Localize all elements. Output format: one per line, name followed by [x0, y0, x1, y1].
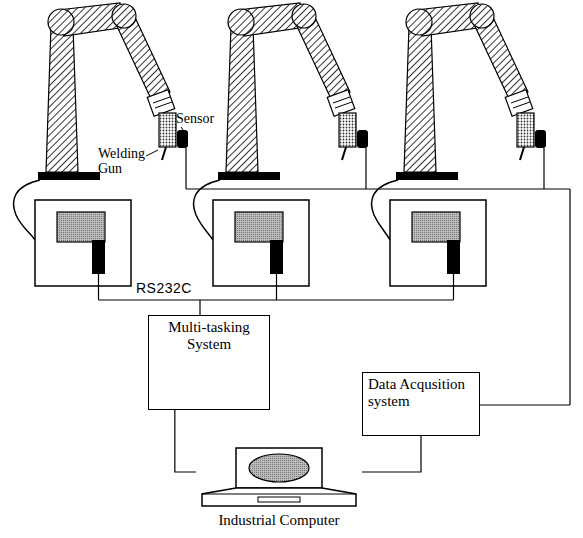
bus-label: RS232C [136, 281, 192, 296]
process-box: Data Acqusition system [362, 372, 480, 436]
node-title: Multi-tasking System [153, 319, 265, 353]
process-box: Multi-tasking System [148, 315, 270, 410]
computer-node: Industrial Computer [196, 446, 362, 536]
part-label: Welding Gun [98, 146, 152, 176]
computer-symbol [196, 446, 362, 512]
connector-line [175, 410, 196, 472]
connector-line [362, 436, 421, 472]
node-title: Industrial Computer [196, 512, 362, 529]
part-label: Sensor [176, 111, 214, 126]
node-title: Data Acqusition system [368, 376, 474, 410]
